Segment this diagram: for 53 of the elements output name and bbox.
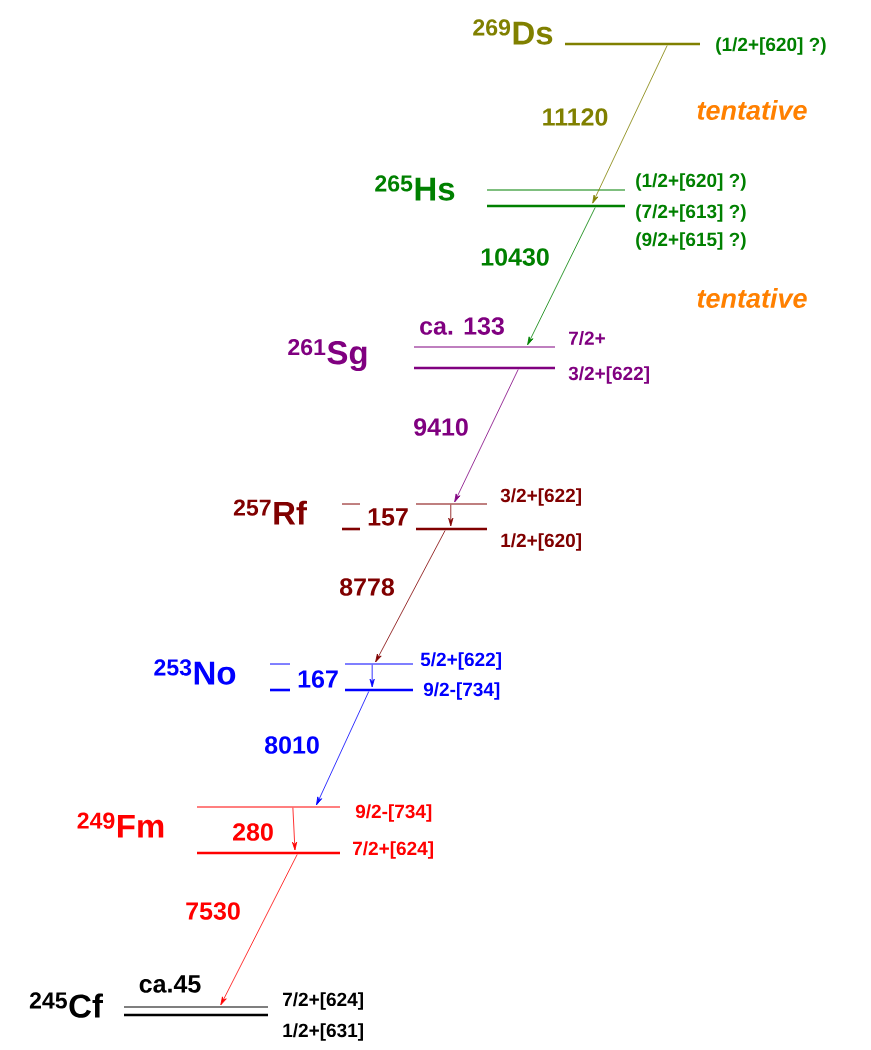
- level-energy: ca. 133: [420, 317, 504, 335]
- level-energy: 280: [233, 823, 273, 841]
- energy-level-line: [124, 1013, 268, 1017]
- decay-arrow: [454, 369, 519, 503]
- state-label: 5/2+[622]: [420, 652, 501, 670]
- nuclide-label: $^{265}$Hs: [375, 175, 455, 201]
- nuclide-label: $^{253}$No: [154, 659, 236, 685]
- decay-arrow: [527, 207, 596, 346]
- energy-level-line: [565, 42, 700, 46]
- state-label: (7/2+[613] ?): [636, 204, 746, 222]
- decay-energy: 10430: [479, 247, 551, 267]
- decay-energy: 7530: [184, 901, 242, 921]
- energy-level-line: [416, 503, 487, 505]
- nuclide-label: $^{261}$Sg: [288, 338, 367, 372]
- state-label: (9/2+[615] ?): [636, 232, 746, 250]
- state-label: 9/2-[734]: [355, 804, 432, 822]
- energy-level-line: [487, 189, 625, 191]
- energy-level-line: [414, 346, 555, 348]
- decay-arrow: [369, 664, 375, 688]
- state-label: 7/2+[624]: [283, 992, 363, 1010]
- energy-level-line: [197, 806, 340, 808]
- nuclide-label: $^{257}$Rf: [233, 499, 307, 525]
- state-label: (1/2+[620] ?): [636, 173, 746, 191]
- nuclide-label: $^{269}$Ds: [473, 19, 553, 45]
- level-energy: 167: [298, 670, 338, 688]
- note-text: tentative: [697, 288, 807, 308]
- decay-energy: 9410: [412, 417, 470, 437]
- state-label: (1/2+[620] ?): [716, 37, 826, 55]
- decay-arrow: [220, 854, 298, 1006]
- level-energy: ca.45: [139, 975, 201, 993]
- level-energy: 157: [368, 508, 408, 526]
- decay-arrow: [292, 807, 298, 851]
- decay-arrow: [316, 691, 370, 806]
- nuclide-label: $^{249}$Fm: [77, 812, 164, 838]
- decay-arrow: [592, 45, 668, 204]
- state-label: 3/2+[622]: [500, 488, 581, 506]
- state-label: 1/2+[631]: [283, 1023, 363, 1041]
- note-text: tentative: [697, 100, 807, 120]
- decay-arrow: [375, 530, 446, 663]
- decay-energy: 8010: [263, 735, 321, 755]
- energy-level-line: [124, 1006, 268, 1008]
- energy-level-line: [414, 366, 555, 370]
- decay-energy: 11120: [540, 107, 610, 127]
- state-label: 9/2-[734]: [423, 682, 500, 700]
- state-label: 3/2+[622]: [568, 366, 649, 384]
- decay-arrow: [448, 504, 454, 527]
- state-label: 7/2+: [569, 330, 605, 346]
- nuclide-label: $^{245}$Cf: [29, 992, 103, 1018]
- energy-level-line: [345, 663, 413, 665]
- state-label: 1/2+[620]: [501, 533, 581, 551]
- decay-energy: 8778: [338, 577, 396, 597]
- state-label: 7/2+[624]: [353, 841, 433, 859]
- energy-level-line: [487, 204, 625, 208]
